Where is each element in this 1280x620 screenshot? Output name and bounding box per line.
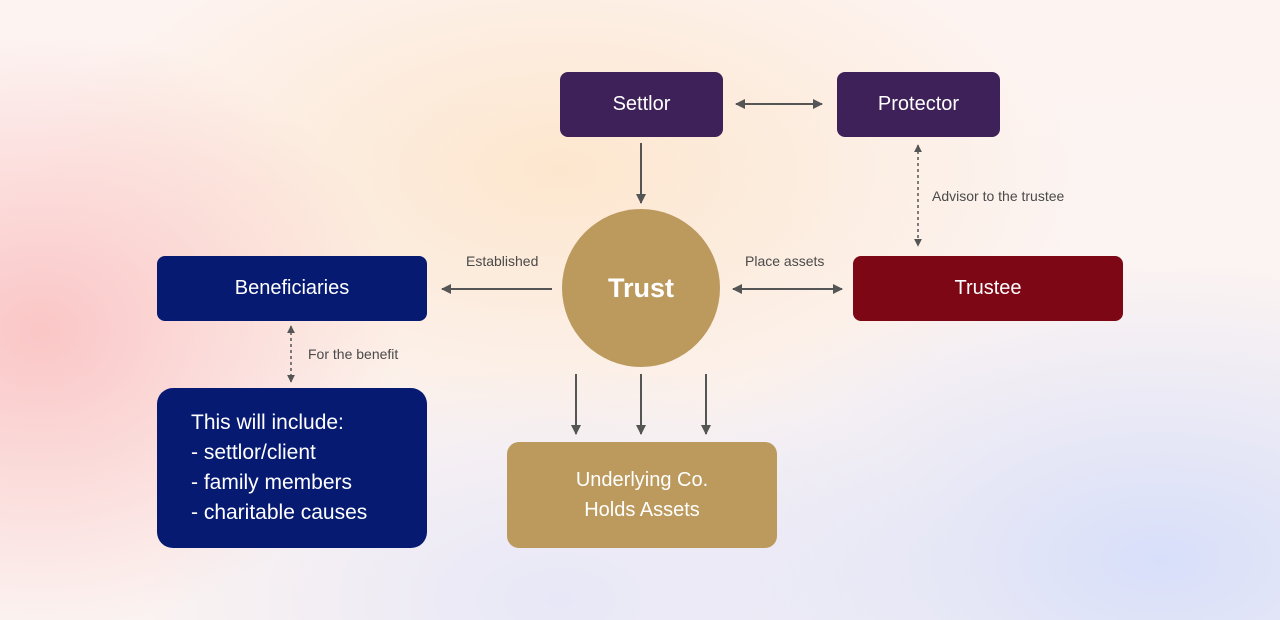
- settlor-label: Settlor: [612, 93, 671, 115]
- edge-label-for-benefit: For the benefit: [308, 346, 399, 362]
- trust-label: Trust: [607, 272, 674, 303]
- underlying-company-node: Underlying Co. Holds Assets: [507, 442, 777, 548]
- edge-label-established: Established: [466, 253, 539, 269]
- trust-node: Trust: [562, 209, 720, 367]
- trustee-node: Trustee: [853, 256, 1123, 321]
- beneficiaries-node: Beneficiaries: [157, 256, 427, 321]
- underlying-label-line1: Underlying Co.: [575, 469, 709, 491]
- edge-label-advisor: Advisor to the trustee: [932, 188, 1065, 204]
- beneficiary-list-item: - charitable causes: [191, 501, 368, 524]
- beneficiary-list-title: This will include:: [191, 411, 344, 434]
- trustee-label: Trustee: [954, 277, 1022, 299]
- beneficiary-list-node: This will include: - settlor/client - fa…: [157, 388, 427, 548]
- beneficiary-list-item: - family members: [191, 471, 353, 494]
- edge-label-place-assets: Place assets: [745, 253, 825, 269]
- protector-label: Protector: [877, 93, 960, 115]
- protector-node: Protector: [837, 72, 1000, 137]
- settlor-node: Settlor: [560, 72, 723, 137]
- beneficiary-list-item: - settlor/client: [191, 441, 316, 464]
- underlying-label-line2: Holds Assets: [584, 499, 700, 521]
- beneficiaries-label: Beneficiaries: [234, 277, 350, 299]
